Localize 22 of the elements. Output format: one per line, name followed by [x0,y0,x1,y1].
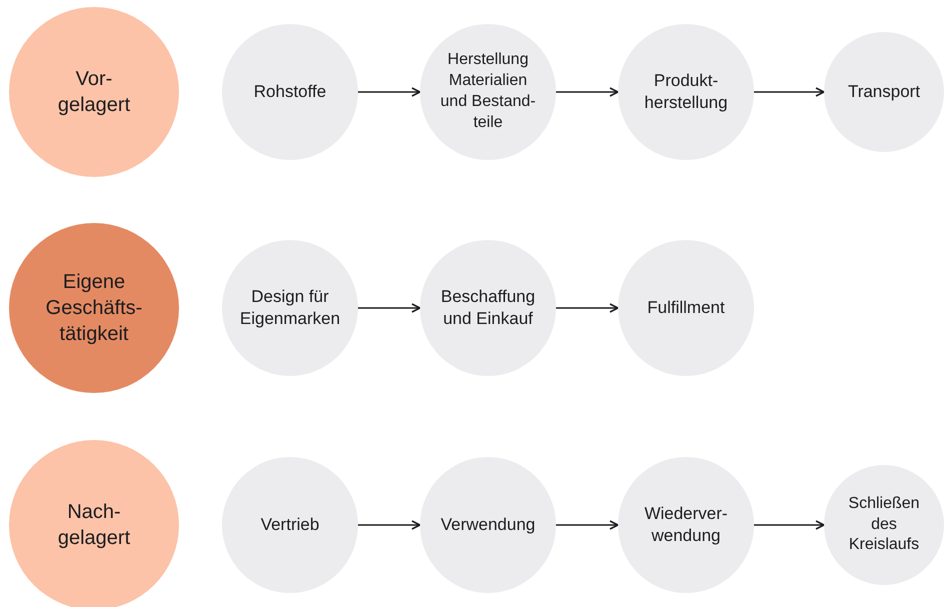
node-label: Wiederver- wendung [643,502,729,547]
node-label: Eigene Geschäfts- tätigkeit [44,270,144,347]
node-label: Verwendung [440,514,536,536]
node-label: Nach- gelagert [56,500,132,551]
arrow [358,520,421,530]
arrow [556,303,619,313]
arrow [754,520,825,530]
arrow [358,87,421,97]
node-label: Design für Eigenmarken [238,286,342,330]
arrow [358,303,421,313]
node-label: Vertrieb [260,514,320,536]
node-label: Transport [846,80,922,103]
node-label: Rohstoffe [252,80,328,103]
arrow [754,87,825,97]
node-label: Fulfillment [646,296,726,319]
node-label: Beschaffung und Einkauf [440,286,536,330]
arrow [556,520,619,530]
node-label: Herstellung Materialien und Bestand- teile [439,50,537,133]
node-label: Schließen des Kreislaufs [847,494,921,556]
arrow [556,87,619,97]
node-label: Vor- gelagert [56,67,132,118]
node-label: Produkt- herstellung [643,70,729,114]
